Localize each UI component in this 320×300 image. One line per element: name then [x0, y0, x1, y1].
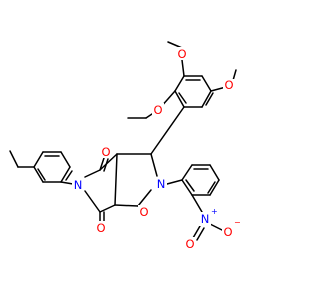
bond: [65, 170, 73, 181]
nitro-nitrogen-charge: +: [211, 207, 218, 216]
svg-text:N: N: [157, 177, 166, 191]
bond: [103, 158, 109, 172]
bond: [60, 151, 71, 168]
methoxy-oxygen-top: O: [176, 47, 188, 61]
bond: [60, 181, 74, 185]
nitro-oxygen-charge: −: [234, 218, 241, 227]
bond: [185, 179, 195, 192]
svg-text:O: O: [224, 78, 233, 92]
svg-text:O: O: [185, 237, 194, 251]
isoxazolidine-oxygen: O: [138, 205, 150, 219]
bond: [37, 168, 46, 181]
bond: [150, 153, 158, 177]
bond: [201, 75, 212, 92]
bond: [114, 153, 118, 206]
methoxy-oxygen-left: O: [152, 103, 164, 117]
svg-text:O: O: [153, 103, 162, 117]
methoxy-oxygen-right: O: [223, 78, 235, 92]
bond: [166, 179, 183, 185]
svg-text:N: N: [201, 212, 210, 226]
bond: [178, 92, 187, 104]
bond: [84, 169, 101, 178]
nitro-oxygen-left: O: [184, 237, 196, 251]
bond: [181, 179, 193, 196]
svg-text:O: O: [96, 221, 105, 235]
bond: [192, 225, 201, 239]
bond: [207, 181, 216, 194]
bond: [174, 90, 185, 108]
imide-nitrogen: N: [72, 178, 84, 192]
svg-text:O: O: [177, 47, 186, 61]
bond: [181, 164, 193, 181]
carbonyl-oxygen-bottom: O: [95, 221, 107, 235]
svg-text:N: N: [74, 178, 83, 192]
bond: [114, 204, 139, 207]
molecule-structure-diagram: O O O O O N N O: [9, 41, 241, 251]
bond-layer: [9, 41, 237, 241]
nitro-oxygen-right: O −: [222, 218, 241, 239]
bond: [9, 150, 19, 168]
bond: [33, 151, 44, 168]
bond: [84, 190, 101, 213]
bond: [201, 90, 212, 108]
bond: [174, 75, 185, 92]
bond: [209, 164, 220, 181]
bond: [99, 157, 105, 171]
bond: [99, 204, 116, 213]
svg-text:O: O: [139, 205, 148, 219]
bond: [137, 189, 152, 207]
bond: [60, 166, 71, 183]
bond: [205, 92, 214, 106]
bond: [181, 59, 185, 77]
bond: [191, 194, 203, 213]
svg-text:O: O: [223, 225, 232, 239]
bond: [209, 179, 220, 196]
carbonyl-oxygen-top: O: [100, 145, 112, 159]
bond: [209, 223, 223, 231]
bond: [99, 153, 118, 171]
bond: [196, 227, 205, 241]
atom-label-layer: O O O O O N N O: [72, 47, 241, 251]
nitro-nitrogen: N +: [199, 207, 218, 226]
bond: [150, 106, 185, 155]
bond: [33, 166, 44, 183]
isoxazolidine-nitrogen: N: [155, 177, 167, 191]
svg-text:O: O: [101, 145, 110, 159]
